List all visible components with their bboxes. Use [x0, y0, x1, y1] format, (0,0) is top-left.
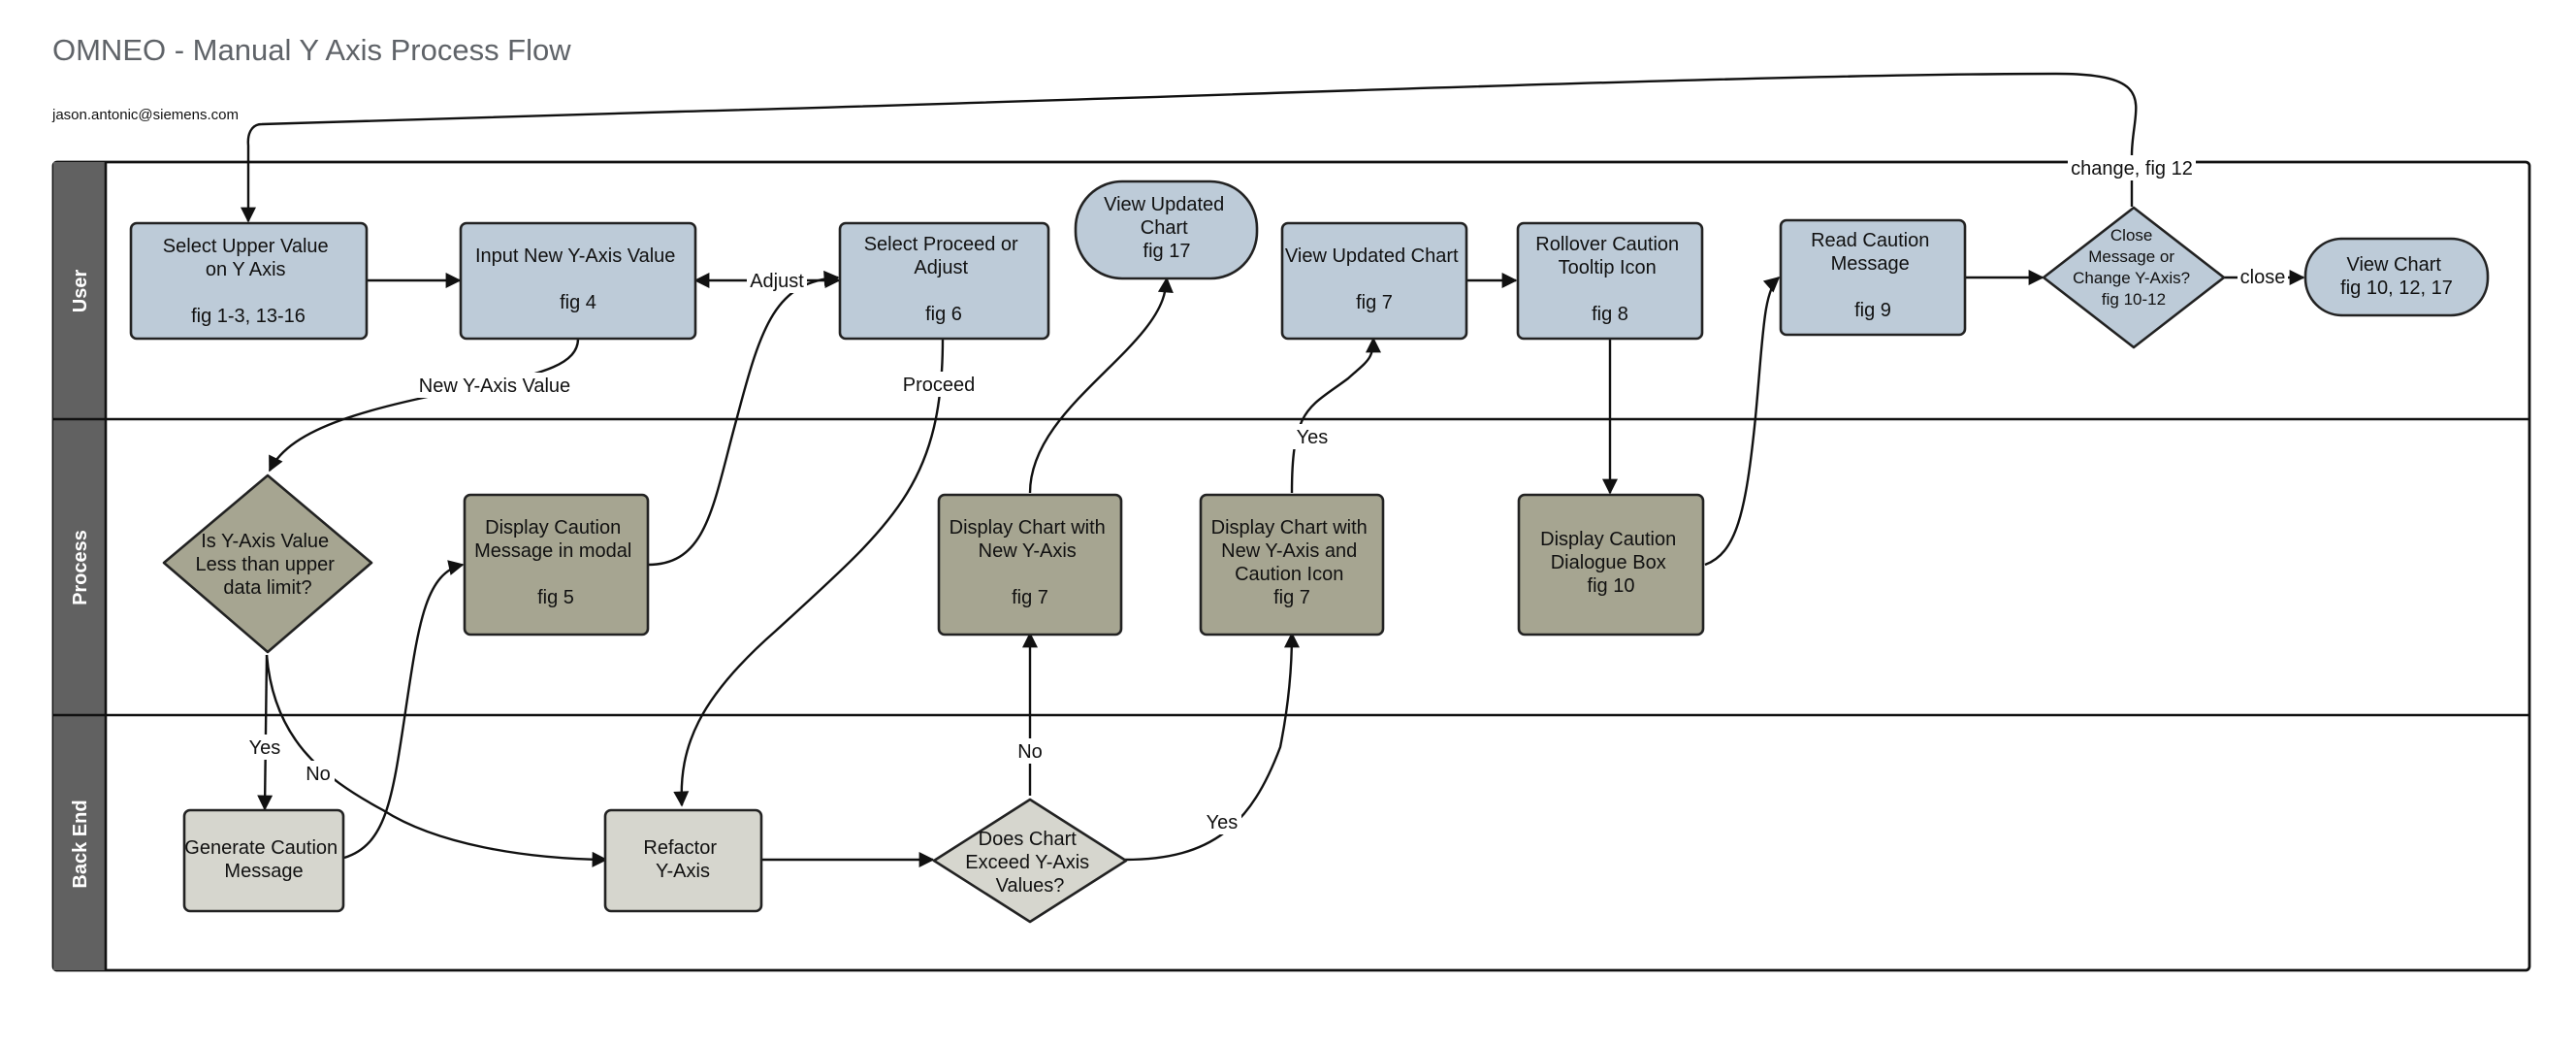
- edge-label-proceed: Proceed: [903, 375, 976, 396]
- lane-label-backend: Back End: [70, 800, 91, 888]
- node-display-chart-new-y-axis: Display Chart with New Y-Axis fig 7: [937, 493, 1123, 637]
- edge-label-yes-exceed: Yes: [1207, 812, 1239, 833]
- svg-text:Display Caution Dialog: Display Caution Dialogue Box fig 10: [1540, 529, 1682, 597]
- edge-chart-new-to-view-17: [1028, 277, 1174, 494]
- svg-text:View Chart fig 10, 12,: View Chart fig 10, 12, 17: [2340, 254, 2453, 299]
- edge-label-adjust: Adjust: [750, 271, 804, 292]
- node-generate-caution-message: Generate Caution Message: [182, 808, 345, 913]
- svg-text:Does Chart Exceed Y-Ax: Does Chart Exceed Y-Axis Values?: [965, 829, 1094, 897]
- edge-label-yes-back: Yes: [249, 737, 281, 759]
- edge-labels: Adjust New Y-Axis Value Proceed Yes chan…: [245, 155, 2288, 834]
- svg-text:Display Caution Messag: Display Caution Message in modal fig 5: [474, 517, 637, 608]
- node-view-updated-chart-fig7: View Updated Chart fig 7: [1280, 221, 1468, 341]
- node-display-chart-caution-icon: Display Chart with New Y-Axis and Cautio…: [1199, 493, 1385, 637]
- edge-dialogue-to-read-caution: [1704, 276, 1781, 567]
- edge-is-less-no: [265, 654, 608, 867]
- svg-text:Select Proceed or Adju: Select Proceed or Adjust fig 6: [864, 234, 1024, 325]
- edge-is-less-yes: [257, 654, 274, 811]
- node-refactor-y-axis: Refactor Y-Axis: [603, 808, 763, 913]
- svg-text:Select Upper Value on: Select Upper Value on Y Axis fig 1-3, 13…: [163, 236, 334, 327]
- node-select-proceed-or-adjust: Select Proceed or Adjust fig 6: [838, 221, 1050, 341]
- edge-change-to-select-upper: [241, 72, 2138, 223]
- page-title: OMNEO - Manual Y Axis Process Flow: [52, 33, 571, 67]
- lane-label-process: Process: [70, 530, 91, 605]
- edge-modal-to-select-proceed: [647, 270, 840, 567]
- edge-generate-to-modal: [343, 560, 465, 860]
- node-is-y-axis-less-decision: Is Y-Axis Value Less than upper data lim…: [162, 474, 373, 654]
- svg-text:Generate Caution Messa: Generate Caution Message: [184, 837, 342, 882]
- node-display-caution-modal: Display Caution Message in modal fig 5: [463, 493, 650, 637]
- svg-text:Read Caution Message: Read Caution Message fig 9: [1811, 230, 1935, 321]
- node-rollover-caution-tooltip: Rollover Caution Tooltip Icon fig 8: [1516, 221, 1704, 341]
- svg-text:Is Y-Axis Value Less: Is Y-Axis Value Less than upper data lim…: [196, 531, 340, 599]
- node-input-new-y-axis-value: Input New Y-Axis Value fig 4: [459, 221, 697, 341]
- node-view-updated-chart-fig17: View Updated Chart fig 17: [1074, 180, 1259, 280]
- edge-label-yes-user: Yes: [1297, 427, 1329, 448]
- node-does-chart-exceed-decision: Does Chart Exceed Y-Axis Values?: [932, 798, 1128, 924]
- node-view-chart-final: View Chart fig 10, 12, 17: [2303, 237, 2490, 317]
- edge-label-no-exceed: No: [1017, 741, 1043, 763]
- svg-text:View Updated Chart: View Updated Chart fig 7: [1285, 245, 1464, 313]
- node-display-caution-dialogue: Display Caution Dialogue Box fig 10: [1517, 493, 1705, 637]
- svg-text:View Updated Chart: View Updated Chart fig 17: [1104, 194, 1230, 262]
- svg-text:Display Chart with New: Display Chart with New Y-Axis fig 7: [950, 517, 1111, 608]
- edge-label-change: change, fig 12: [2071, 158, 2193, 180]
- edge-proceed-to-refactor: [673, 338, 945, 807]
- edge-label-no-back: No: [306, 764, 331, 785]
- edge-label-close: close: [2240, 267, 2286, 288]
- edge-label-new-value: New Y-Axis Value: [419, 376, 570, 397]
- node-select-upper-value: Select Upper Value on Y Axis fig 1-3, 13…: [129, 221, 369, 341]
- svg-text:Refactor Y-Axis: Refactor Y-Axis: [643, 837, 722, 882]
- nodes: Select Upper Value on Y Axis fig 1-3, 13…: [129, 180, 2490, 924]
- lane-label-user: User: [70, 270, 91, 313]
- author-email: jason.antonic@siemens.com: [51, 107, 239, 123]
- svg-text:Close Message or: Close Message or Change Y-Axis? fig 10-1…: [2073, 226, 2195, 309]
- svg-text:Rollover Caution Toolt: Rollover Caution Tooltip Icon fig 8: [1535, 234, 1684, 325]
- node-close-or-change-decision: Close Message or Change Y-Axis? fig 10-1…: [2042, 206, 2226, 349]
- svg-text:Display Chart with New: Display Chart with New Y-Axis and Cautio…: [1211, 517, 1373, 608]
- node-read-caution-message: Read Caution Message fig 9: [1779, 218, 1967, 337]
- svg-text:Input New Y-Axis Value: Input New Y-Axis Value fig 4: [475, 245, 681, 313]
- lane-header-column: [53, 162, 106, 970]
- edge-exceed-yes: [1124, 632, 1300, 862]
